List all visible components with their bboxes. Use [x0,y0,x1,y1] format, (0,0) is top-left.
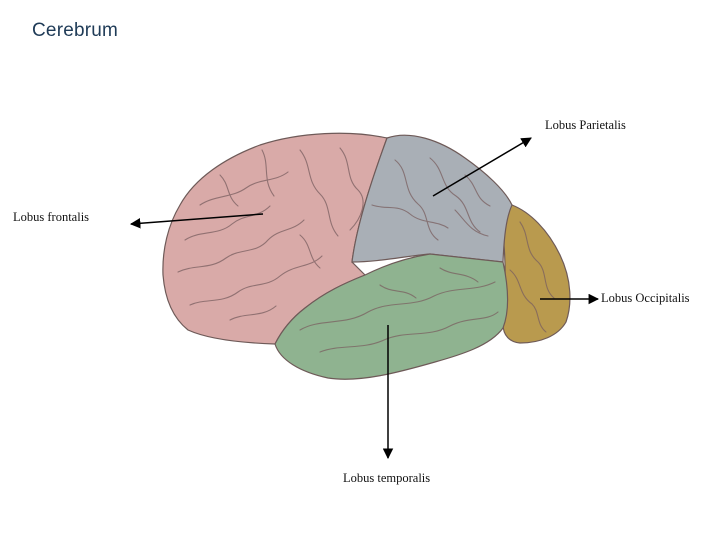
gyri-texture [177,147,555,353]
slide-title: Cerebrum [32,20,119,41]
annotation-arrows [129,137,600,460]
label-parietal-lobe: Lobus Parietalis [545,118,626,132]
label-occipital-lobe: Lobus Occipitalis [601,291,690,305]
frontal-arrow [129,213,264,229]
parietal-arrow [432,137,532,197]
parietal-lobe [351,134,513,263]
label-frontal-lobe: Lobus frontalis [13,210,90,224]
label-temporal-lobe: Lobus temporalis [343,471,431,485]
temporal-lobe [274,253,509,380]
